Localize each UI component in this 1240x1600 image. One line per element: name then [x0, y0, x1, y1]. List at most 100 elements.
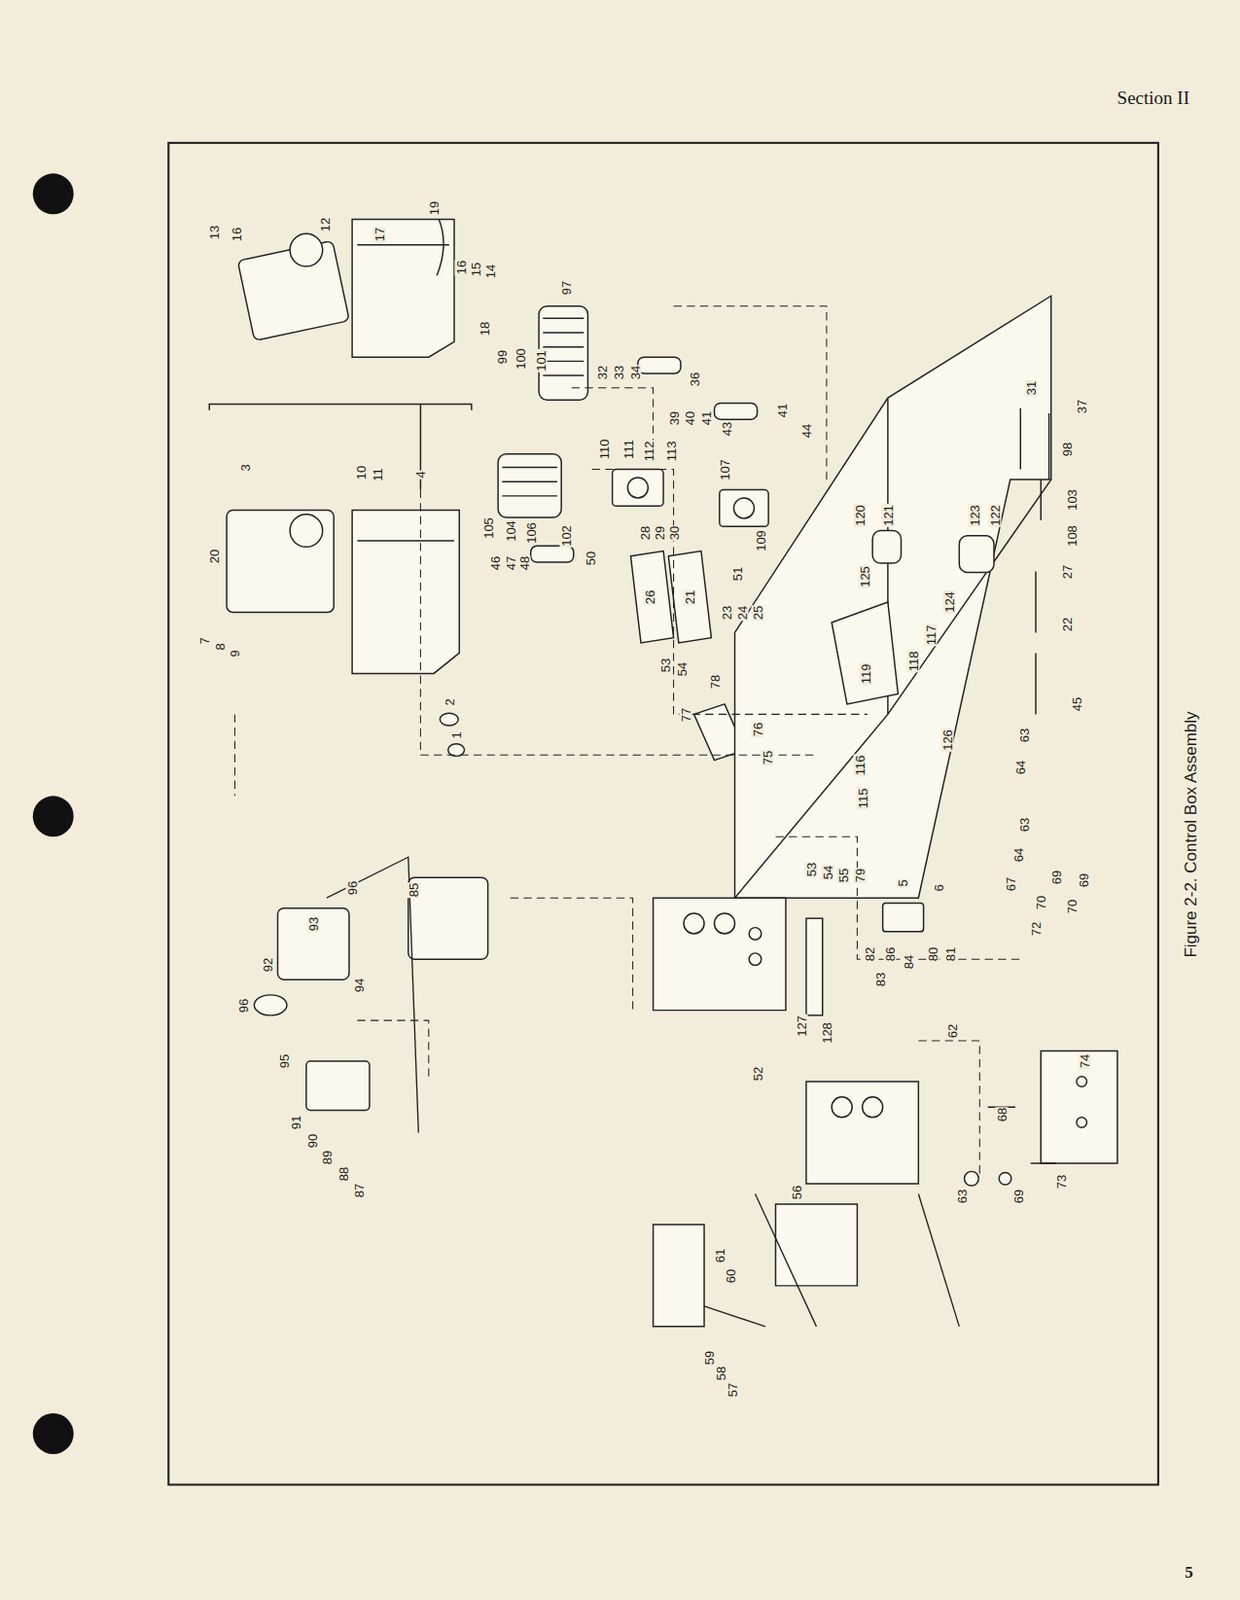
callout-number: 122 — [989, 503, 1002, 528]
callout-number: 19 — [426, 200, 440, 216]
callout-number: 8 — [212, 642, 226, 652]
callout-number: 75 — [761, 748, 775, 765]
callout-number: 106 — [524, 521, 537, 545]
callout-number: 12 — [318, 216, 331, 233]
callout-number: 14 — [483, 263, 496, 280]
figure-frame — [168, 142, 1159, 1486]
callout-number: 112 — [642, 439, 656, 462]
callout-number: 86 — [884, 946, 897, 962]
callout-number: 20 — [208, 548, 221, 565]
callout-number: 91 — [289, 1114, 303, 1131]
callout-number: 54 — [674, 661, 688, 677]
callout-number: 63 — [1017, 726, 1030, 743]
callout-number: 29 — [652, 525, 666, 541]
callout-number: 23 — [720, 603, 734, 620]
callout-number: 26 — [643, 589, 657, 605]
callout-number: 7 — [197, 636, 211, 645]
callout-number: 47 — [503, 555, 517, 571]
callout-number: 15 — [469, 261, 483, 278]
callout-number: 63 — [1017, 816, 1030, 833]
callout-number: 44 — [800, 423, 814, 439]
callout-number: 116 — [852, 754, 866, 778]
callout-number: 46 — [488, 555, 501, 571]
callout-number: 104 — [503, 519, 517, 543]
callout-number: 125 — [857, 565, 871, 589]
callout-number: 69 — [1012, 1188, 1026, 1205]
callout-number: 69 — [1077, 871, 1091, 887]
callout-number: 102 — [560, 524, 573, 548]
callout-number: 37 — [1075, 397, 1089, 414]
callout-number: 72 — [1029, 921, 1043, 937]
callout-number: 117 — [924, 623, 938, 646]
callout-number: 39 — [667, 410, 680, 426]
callout-number: 111 — [622, 438, 636, 461]
group-brackets — [326, 856, 959, 1327]
callout-number: 54 — [821, 864, 835, 881]
callout-number: 31 — [1024, 380, 1037, 396]
callout-number: 33 — [611, 364, 625, 381]
callout-number: 30 — [667, 525, 680, 541]
callout-number: 62 — [946, 1023, 959, 1039]
callout-number: 92 — [260, 956, 274, 972]
callout-number: 90 — [306, 1133, 319, 1149]
callout-number: 64 — [1014, 759, 1028, 776]
callout-number: 82 — [863, 946, 877, 962]
section-heading: Section II — [1116, 87, 1191, 107]
callout-number: 121 — [881, 503, 894, 528]
callout-number: 64 — [1012, 847, 1026, 863]
callout-number: 85 — [407, 882, 421, 898]
callout-number: 10 — [354, 464, 368, 481]
callout-number: 9 — [228, 648, 242, 658]
leader-lines — [234, 306, 1021, 1174]
callout-number: 41 — [775, 402, 788, 419]
callout-number: 73 — [1055, 1173, 1068, 1190]
callout-number: 1 — [450, 730, 463, 740]
callout-number: 108 — [1064, 524, 1078, 548]
callout-number: 18 — [478, 320, 492, 337]
callout-number: 94 — [353, 976, 366, 992]
callout-number: 16 — [455, 259, 468, 276]
callout-number: 21 — [683, 589, 697, 605]
callout-number: 124 — [942, 590, 956, 614]
callout-number: 128 — [820, 1021, 834, 1045]
page-number: 5 — [1183, 1563, 1195, 1581]
callout-number: 105 — [481, 516, 495, 540]
callout-number: 110 — [598, 437, 611, 461]
callout-number: 103 — [1064, 488, 1078, 512]
callout-number: 113 — [665, 439, 678, 462]
callout-number: 59 — [703, 1348, 716, 1365]
callout-number: 95 — [277, 1053, 290, 1069]
callout-number: 81 — [943, 946, 957, 962]
callout-number: 109 — [753, 529, 767, 553]
callout-number: 53 — [805, 861, 818, 878]
callout-number: 74 — [1078, 1053, 1092, 1069]
callout-number: 76 — [750, 721, 764, 738]
callout-number: 118 — [907, 650, 921, 674]
callout-number: 99 — [496, 349, 509, 365]
callout-number: 28 — [638, 525, 652, 541]
callout-number: 115 — [855, 786, 869, 810]
callout-number: 100 — [514, 348, 528, 372]
callout-number: 61 — [712, 1247, 726, 1264]
callout-number: 45 — [1070, 696, 1084, 712]
callout-number: 3 — [238, 462, 251, 472]
callout-number: 48 — [518, 555, 532, 571]
callout-number: 4 — [414, 469, 427, 479]
callout-number: 96 — [346, 880, 359, 896]
callout-number: 13 — [208, 224, 221, 241]
callout-number: 52 — [750, 1065, 764, 1082]
callout-number: 2 — [442, 697, 456, 707]
callout-number: 83 — [873, 971, 886, 988]
callout-number: 84 — [901, 953, 915, 969]
callout-number: 16 — [230, 226, 244, 243]
callout-number: 50 — [583, 550, 597, 567]
callout-number: 77 — [679, 706, 693, 722]
callout-number: 17 — [373, 226, 387, 243]
callout-number: 55 — [836, 867, 850, 884]
figure-caption: Figure 2-2. Control Box Assembly — [1181, 710, 1199, 959]
callout-number: 119 — [858, 662, 872, 685]
callout-number: 56 — [789, 1183, 803, 1200]
callout-number: 93 — [307, 915, 320, 931]
callout-number: 123 — [968, 503, 982, 528]
